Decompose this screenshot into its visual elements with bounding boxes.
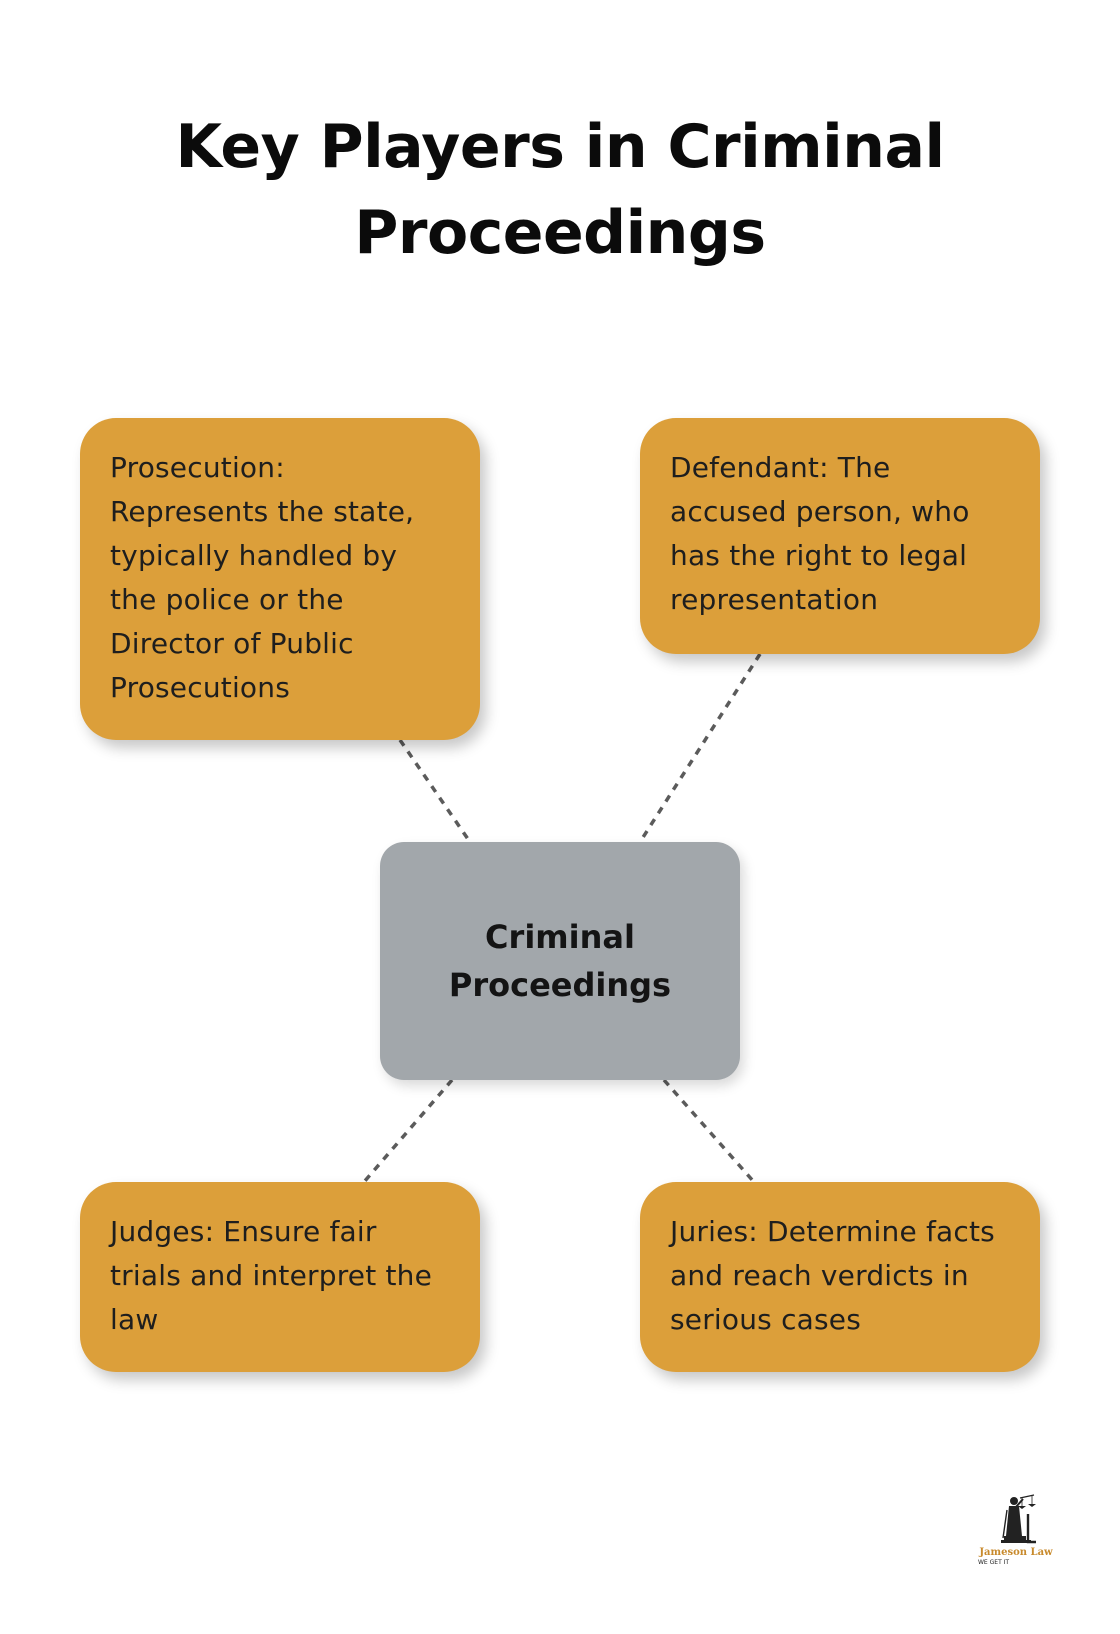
connector-prosecution xyxy=(398,739,472,843)
role-box-juries: Juries: Determine facts and reach verdic… xyxy=(640,1182,1040,1372)
role-text-defendant: Defendant: The accused person, who has t… xyxy=(670,451,970,616)
page-title: Key Players in Criminal Proceedings xyxy=(175,112,945,268)
logo-tagline: WE GET IT xyxy=(978,1559,1010,1566)
role-box-defendant: Defendant: The accused person, who has t… xyxy=(640,418,1040,654)
role-text-prosecution: Prosecution: Represents the state, typic… xyxy=(110,451,415,704)
center-node-label: Criminal Proceedings xyxy=(448,918,672,1004)
logo-name: Jameson Law xyxy=(979,1547,1053,1558)
brand-logo: Jameson Law WE GET IT xyxy=(972,1492,1060,1570)
role-box-prosecution: Prosecution: Represents the state, typic… xyxy=(80,418,480,740)
role-text-judges: Judges: Ensure fair trials and interpret… xyxy=(110,1215,433,1336)
role-text-juries: Juries: Determine facts and reach verdic… xyxy=(670,1215,995,1336)
center-node: Criminal Proceedings xyxy=(380,842,740,1080)
connector-defendant xyxy=(638,653,762,843)
lady-justice-icon xyxy=(1001,1494,1036,1544)
role-box-judges: Judges: Ensure fair trials and interpret… xyxy=(80,1182,480,1372)
connector-judges xyxy=(362,1078,454,1184)
connector-juries xyxy=(662,1078,756,1184)
